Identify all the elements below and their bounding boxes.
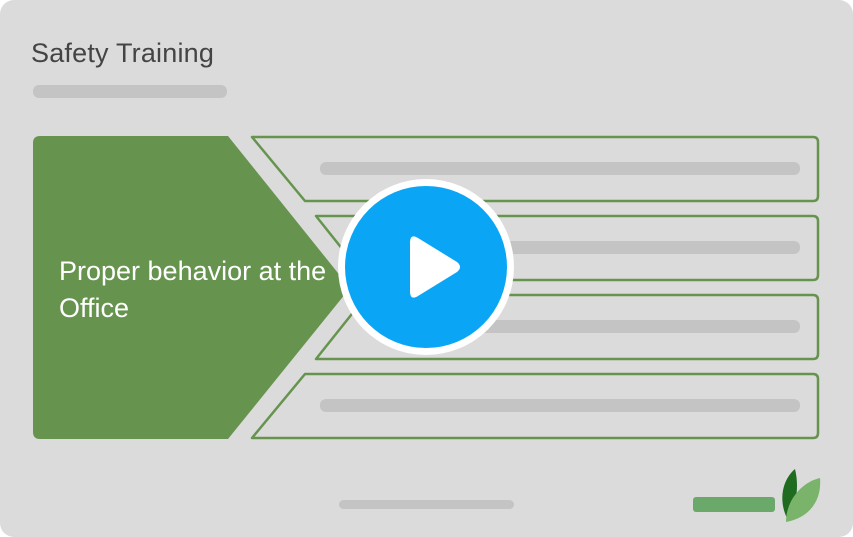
- row-text-placeholder: [320, 162, 800, 175]
- agenda-row: [314, 293, 820, 361]
- subtitle-placeholder: [33, 85, 227, 98]
- row-text-placeholder: [480, 320, 800, 333]
- play-button[interactable]: [336, 177, 516, 357]
- agenda-row: [314, 214, 820, 282]
- topic-label: Proper behavior at the Office: [59, 256, 327, 323]
- agenda-row: [250, 372, 820, 440]
- topic-chevron: [33, 136, 350, 439]
- row-text-placeholder: [480, 241, 800, 254]
- row-text-placeholder: [320, 399, 800, 412]
- leaf-icon: [782, 469, 821, 522]
- progress-bar: [693, 497, 775, 512]
- page-title: Safety Training: [31, 38, 215, 68]
- play-icon: [410, 236, 460, 298]
- footer-placeholder: [339, 500, 514, 509]
- agenda-row: [250, 135, 820, 203]
